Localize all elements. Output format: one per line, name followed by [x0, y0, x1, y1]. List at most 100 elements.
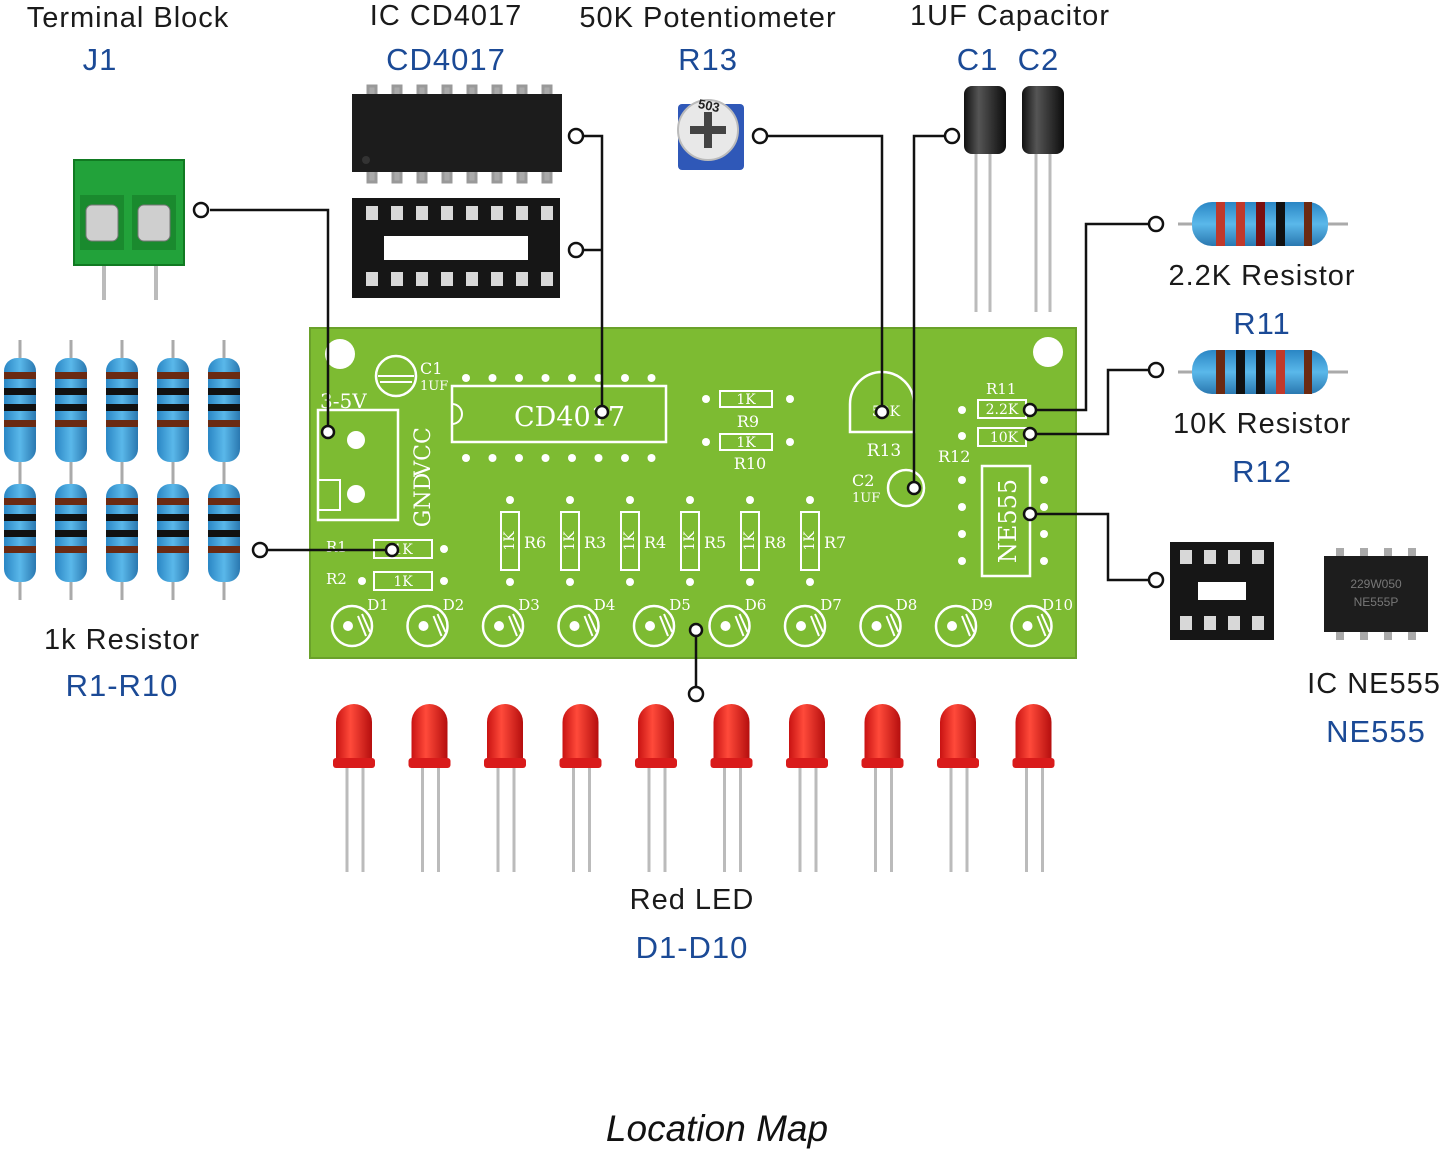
resistor-band — [106, 498, 138, 505]
pcb-resistor-value: 1K — [682, 531, 698, 551]
pcb-pad — [621, 374, 629, 382]
pcb-pad — [568, 454, 576, 462]
pcb-led-label: D10 — [1042, 596, 1073, 614]
resistor-band — [208, 546, 240, 553]
resistor-band — [4, 530, 36, 537]
leader-lines — [210, 134, 1148, 688]
resistor-band — [55, 498, 87, 505]
pcb-pad — [568, 374, 576, 382]
pcb-led-mark — [961, 615, 971, 637]
pcb-r12-label: R12 — [938, 447, 970, 466]
resistor-band — [157, 514, 189, 521]
led-rim — [710, 758, 753, 768]
pcb-led-mark — [889, 613, 900, 633]
pcb-led-outline — [481, 604, 525, 648]
resistor-band — [4, 420, 36, 427]
pcb-pad — [418, 621, 429, 631]
capacitor-ref: C1 C2 — [956, 42, 1060, 77]
led-body — [940, 704, 976, 768]
resistor-band — [55, 420, 87, 427]
pcb-led-mark — [583, 615, 594, 637]
pcb-led-label: D5 — [669, 596, 691, 614]
ne555-pin — [1336, 630, 1344, 640]
led-body — [713, 704, 750, 768]
led-body — [1015, 704, 1052, 768]
pcb-led-outline — [330, 604, 374, 648]
pcb-led-outline — [632, 604, 676, 648]
led-rim — [937, 758, 979, 768]
pcb-resistor-value: 1K — [802, 531, 818, 551]
resistor-1k-group — [4, 340, 240, 600]
cd4017-name: IC CD4017 — [369, 0, 523, 32]
pcb-resistor-label: R3 — [584, 533, 606, 552]
resistor-1k-ref: R1-R10 — [65, 668, 179, 703]
pcb-gnd-label: GND — [411, 473, 436, 527]
ne555-pin — [1360, 630, 1368, 640]
led-rim — [786, 758, 828, 768]
socket-hole — [1252, 550, 1264, 564]
pcb-led-mark — [357, 615, 367, 637]
pcb-pad — [958, 557, 966, 565]
resistor-band — [157, 372, 189, 379]
resistor-band — [106, 372, 138, 379]
pcb-led-mark — [1036, 615, 1047, 637]
resistor-band — [106, 404, 138, 411]
cd4017-ref: CD4017 — [386, 42, 506, 77]
pcb-led-label: D4 — [594, 596, 616, 614]
ne555-pin — [1384, 548, 1392, 558]
pcb-r11-label: R11 — [986, 380, 1016, 398]
resistor-10k-name: 10K Resistor — [1172, 408, 1352, 440]
ne555-pin — [1360, 548, 1368, 558]
resistor-band — [208, 514, 240, 521]
pcb-led-label: D7 — [820, 596, 842, 614]
pcb-resistor-outline — [800, 511, 820, 571]
capacitor-c2-image — [1022, 86, 1064, 312]
led-body — [562, 704, 599, 768]
socket-hole — [1204, 550, 1216, 564]
socket-hole — [466, 206, 478, 220]
resistor-band — [106, 546, 138, 553]
pcb-pad — [566, 496, 574, 504]
potentiometer-name: 50K Potentiometer — [579, 2, 837, 34]
led-body — [336, 704, 372, 768]
pcb-resistor-value: 1K — [562, 531, 578, 551]
socket-hole — [391, 206, 403, 220]
led-body — [864, 704, 901, 768]
socket-hole — [1180, 616, 1192, 630]
resistor-band — [4, 388, 36, 395]
pcb-led-mark — [361, 613, 371, 633]
pcb-r10-value: 1K — [736, 435, 756, 451]
pcb-pad — [746, 496, 754, 504]
led-rim — [635, 758, 677, 768]
led-rim — [559, 758, 602, 768]
resistor-band — [157, 420, 189, 427]
led-body — [411, 704, 448, 768]
pcb-led-label: D6 — [745, 596, 767, 614]
cd4017-socket-image — [352, 198, 560, 298]
pcb-led-outline — [783, 604, 827, 648]
pcb-r9-label: R9 — [737, 412, 759, 431]
socket-hole — [466, 272, 478, 286]
led-ref: D1-D10 — [635, 930, 749, 965]
resistor-band — [106, 530, 138, 537]
ne555-pin — [1408, 630, 1416, 640]
pcb-pad — [462, 374, 470, 382]
led-body — [487, 704, 523, 768]
pcb-led-outline — [557, 604, 600, 648]
pcb-pad — [566, 578, 574, 586]
resistor-band — [208, 498, 240, 505]
potentiometer-ref: R13 — [678, 42, 738, 77]
ne555-chip-image: 229W050 NE555P — [1324, 548, 1428, 640]
pcb-led-mark — [508, 615, 518, 637]
resistor-band — [208, 372, 240, 379]
pcb-led-outline — [859, 604, 902, 648]
pcb-pad — [647, 374, 656, 382]
resistor-band — [208, 530, 240, 537]
pcb-resistor-outline — [740, 511, 760, 571]
pcb-resistor-label: R8 — [764, 533, 786, 552]
socket-hole — [491, 206, 503, 220]
resistor-band — [4, 372, 36, 379]
socket-hole — [1228, 616, 1240, 630]
red-led-group — [333, 704, 1055, 872]
